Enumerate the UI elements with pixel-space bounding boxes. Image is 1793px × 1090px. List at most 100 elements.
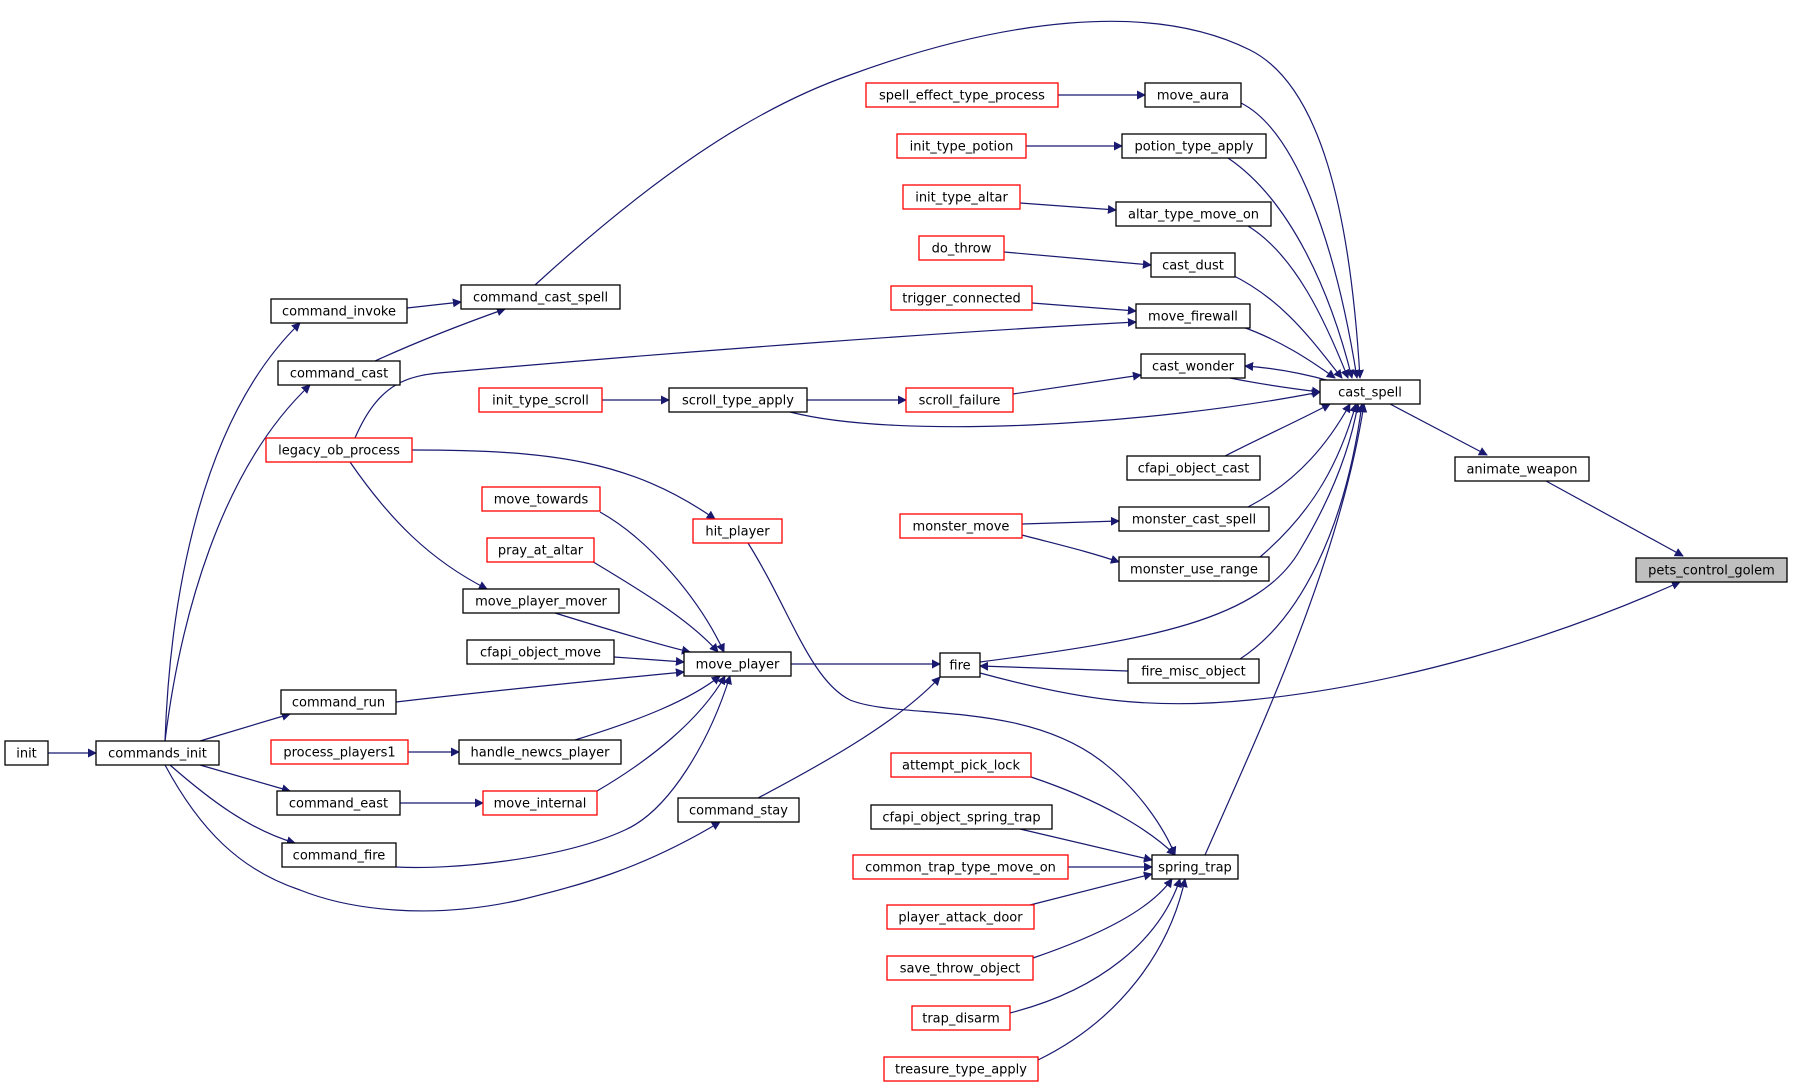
node-box xyxy=(478,387,603,413)
node-spell-effect-type-process[interactable]: spell_effect_type_process xyxy=(865,82,1059,108)
node-command-fire[interactable]: command_fire xyxy=(281,842,397,868)
node-init[interactable]: init xyxy=(4,740,49,766)
node-commands-init[interactable]: commands_init xyxy=(95,740,220,766)
node-box xyxy=(1118,556,1270,582)
node-cast-spell[interactable]: cast_spell xyxy=(1319,379,1421,405)
node-label: commands_init xyxy=(108,747,207,762)
node-label: command_cast_spell xyxy=(473,291,608,306)
edge-spring_trap-cast_spell xyxy=(1204,403,1368,856)
node-altar-type-move-on[interactable]: altar_type_move_on xyxy=(1115,201,1272,227)
node-box xyxy=(1140,353,1246,379)
node-cast-wonder[interactable]: cast_wonder xyxy=(1140,353,1246,379)
edge-commands_init-command_cast xyxy=(164,384,311,742)
node-monster-cast-spell[interactable]: monster_cast_spell xyxy=(1118,506,1270,532)
edge-move_internal-move_player xyxy=(596,675,726,792)
node-legacy-ob-process[interactable]: legacy_ob_process xyxy=(265,437,413,463)
edge-animate_weapon-pets_control_golem xyxy=(1545,480,1684,557)
graph-nodes: pets_control_golem animate_weapon cast_spe… xyxy=(4,82,1788,1082)
node-fire[interactable]: fire xyxy=(939,652,981,678)
node-box xyxy=(466,639,615,665)
node-player-attack-door[interactable]: player_attack_door xyxy=(886,904,1035,930)
node-label: potion_type_apply xyxy=(1135,140,1254,155)
node-handle-newcs-player[interactable]: handle_newcs_player xyxy=(458,739,622,765)
edge-command_cast-command_cast_spell xyxy=(374,307,506,362)
node-label: attempt_pick_lock xyxy=(902,759,1020,774)
edge-fire-pets_control_golem xyxy=(979,581,1681,705)
node-box xyxy=(4,740,49,766)
node-command-east[interactable]: command_east xyxy=(276,790,401,816)
node-label: init xyxy=(16,747,37,762)
node-animate-weapon[interactable]: animate_weapon xyxy=(1454,456,1590,482)
node-box xyxy=(1144,82,1242,108)
node-command-cast[interactable]: command_cast xyxy=(277,360,401,386)
node-label: cfapi_object_spring_trap xyxy=(882,811,1040,826)
node-cfapi-object-cast[interactable]: cfapi_object_cast xyxy=(1126,455,1261,481)
edge-legacy_ob_process-move_firewall xyxy=(354,317,1137,439)
node-label: cast_spell xyxy=(1338,386,1402,401)
node-box xyxy=(462,588,620,614)
node-trap-disarm[interactable]: trap_disarm xyxy=(911,1005,1011,1031)
node-label: fire xyxy=(949,659,970,674)
node-pets-control-golem[interactable]: pets_control_golem xyxy=(1635,557,1788,583)
node-box xyxy=(270,298,408,324)
edge-commands_init-command_run xyxy=(199,712,291,742)
node-scroll-type-apply[interactable]: scroll_type_apply xyxy=(668,387,808,413)
node-move-towards[interactable]: move_towards xyxy=(481,486,601,512)
node-move-internal[interactable]: move_internal xyxy=(482,790,598,816)
node-move-aura[interactable]: move_aura xyxy=(1144,82,1242,108)
node-do-throw[interactable]: do_throw xyxy=(918,235,1005,261)
node-box xyxy=(1127,658,1260,684)
edge-monster_move-monster_use_range xyxy=(1021,534,1120,564)
node-box xyxy=(460,284,621,310)
edge-monster_cast_spell-cast_spell xyxy=(1247,403,1351,508)
node-box xyxy=(677,797,800,823)
node-attempt-pick-lock[interactable]: attempt_pick_lock xyxy=(890,752,1032,778)
node-process-players1[interactable]: process_players1 xyxy=(270,739,409,765)
node-cast-dust[interactable]: cast_dust xyxy=(1150,252,1236,278)
node-move-player-mover[interactable]: move_player_mover xyxy=(462,588,620,614)
node-fire-misc-object[interactable]: fire_misc_object xyxy=(1127,658,1260,684)
node-command-invoke[interactable]: command_invoke xyxy=(270,298,408,324)
node-monster-use-range[interactable]: monster_use_range xyxy=(1118,556,1270,582)
node-label: move_towards xyxy=(494,493,589,508)
node-box xyxy=(486,537,595,563)
node-common-trap-type-move-on[interactable]: common_trap_type_move_on xyxy=(852,854,1069,880)
node-box xyxy=(265,437,413,463)
node-treasure-type-apply[interactable]: treasure_type_apply xyxy=(883,1056,1039,1082)
edge-move_aura-cast_spell xyxy=(1240,102,1361,379)
edge-command_run-move_player xyxy=(395,668,685,703)
node-move-firewall[interactable]: move_firewall xyxy=(1135,303,1251,329)
edge-fire-cast_spell xyxy=(979,403,1362,663)
node-monster-move[interactable]: monster_move xyxy=(899,513,1023,539)
node-init-type-potion[interactable]: init_type_potion xyxy=(896,133,1027,159)
edge-cast_spell-animate_weapon xyxy=(1389,403,1488,456)
node-box xyxy=(890,285,1033,311)
node-save-throw-object[interactable]: save_throw_object xyxy=(886,955,1034,981)
node-command-stay[interactable]: command_stay xyxy=(677,797,800,823)
node-init-type-scroll[interactable]: init_type_scroll xyxy=(478,387,603,413)
node-cfapi-object-spring-trap[interactable]: cfapi_object_spring_trap xyxy=(870,804,1053,830)
edge-attempt_pick_lock-spring_trap xyxy=(1030,776,1176,856)
edge-scroll_type_apply-cast_spell xyxy=(789,389,1321,428)
node-move-player[interactable]: move_player xyxy=(683,651,792,677)
edge-fire_misc_object-cast_spell xyxy=(1239,403,1366,660)
node-init-type-altar[interactable]: init_type_altar xyxy=(902,184,1021,210)
node-trigger-connected[interactable]: trigger_connected xyxy=(890,285,1033,311)
node-command-cast-spell[interactable]: command_cast_spell xyxy=(460,284,621,310)
node-box xyxy=(1635,557,1788,583)
node-pray-at-altar[interactable]: pray_at_altar xyxy=(486,537,595,563)
edge-trap_disarm-spring_trap xyxy=(1009,878,1182,1014)
node-potion-type-apply[interactable]: potion_type_apply xyxy=(1121,133,1267,159)
node-scroll-failure[interactable]: scroll_failure xyxy=(905,387,1014,413)
node-spring-trap[interactable]: spring_trap xyxy=(1151,854,1239,880)
node-label: fire_misc_object xyxy=(1141,665,1246,680)
node-box xyxy=(276,790,401,816)
node-hit-player[interactable]: hit_player xyxy=(692,518,783,544)
edge-treasure_type_apply-spring_trap xyxy=(1037,878,1188,1061)
edge-move_towards-move_player xyxy=(599,511,725,653)
edge-monster_move-monster_cast_spell xyxy=(1021,516,1120,526)
node-box xyxy=(918,235,1005,261)
node-command-run[interactable]: command_run xyxy=(280,689,397,715)
node-cfapi-object-move[interactable]: cfapi_object_move xyxy=(466,639,615,665)
